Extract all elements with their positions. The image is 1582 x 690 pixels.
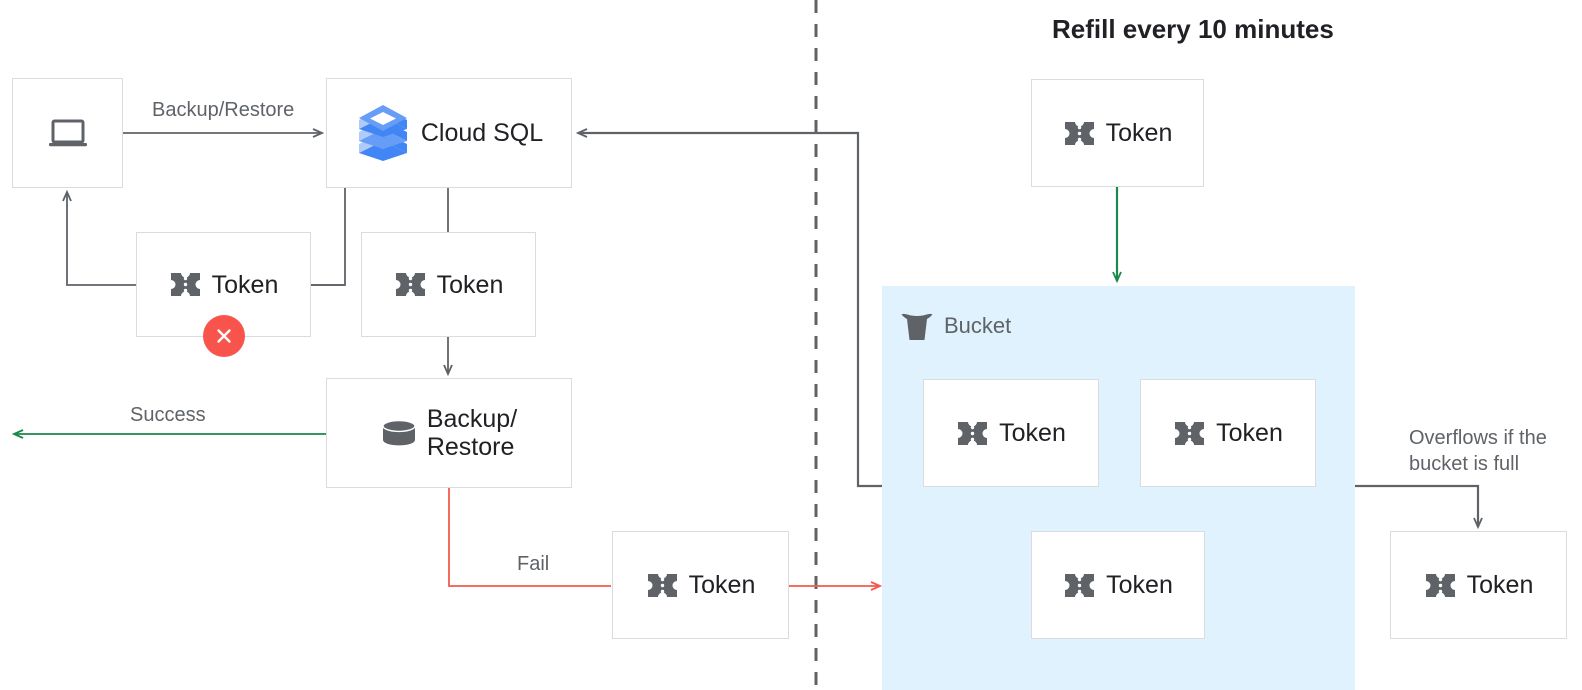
token-icon bbox=[1063, 120, 1096, 147]
node-token-overflow-label: Token bbox=[1466, 571, 1534, 599]
cloud-sql-icon bbox=[355, 103, 411, 163]
token-icon bbox=[1173, 420, 1206, 447]
node-token-fail-client-label: Token bbox=[211, 270, 279, 299]
node-client[interactable] bbox=[12, 78, 123, 188]
edge-label-success: Success bbox=[130, 404, 206, 426]
node-backup-restore[interactable]: Backup/ Restore bbox=[326, 378, 572, 488]
node-token-bucket-3-label: Token bbox=[1106, 571, 1173, 599]
node-token-bucket-1-label: Token bbox=[999, 419, 1066, 447]
token-icon bbox=[1424, 572, 1457, 599]
bucket-header: Bucket bbox=[900, 310, 1011, 342]
token-icon bbox=[1063, 572, 1096, 599]
error-x-badge bbox=[203, 315, 245, 357]
node-cloud-sql-label: Cloud SQL bbox=[420, 119, 544, 147]
node-token-fail-label: Token bbox=[688, 571, 756, 599]
token-icon bbox=[394, 271, 427, 298]
token-icon bbox=[956, 420, 989, 447]
page-title: Refill every 10 minutes bbox=[1052, 14, 1334, 44]
wire-bucket-to-cloudsql bbox=[578, 133, 882, 488]
node-token-fail[interactable]: Token bbox=[612, 531, 789, 639]
node-backup-restore-label: Backup/ Restore bbox=[426, 405, 518, 461]
node-token-refill[interactable]: Token bbox=[1031, 79, 1204, 187]
laptop-icon bbox=[48, 118, 87, 148]
node-token-bucket-1[interactable]: Token bbox=[923, 379, 1099, 487]
node-token-refill-label: Token bbox=[1105, 119, 1173, 147]
node-token-from-sql-label: Token bbox=[436, 270, 504, 299]
bucket-icon bbox=[900, 310, 934, 342]
edge-label-overflow: Overflows if the bucket is full bbox=[1409, 427, 1547, 475]
node-token-bucket-2-label: Token bbox=[1216, 419, 1283, 447]
edge-label-fail: Fail bbox=[517, 553, 550, 575]
node-token-overflow[interactable]: Token bbox=[1390, 531, 1567, 639]
bucket-label: Bucket bbox=[944, 313, 1012, 338]
node-token-bucket-3[interactable]: Token bbox=[1031, 531, 1205, 639]
token-icon bbox=[646, 572, 679, 599]
wire-bucket-overflow bbox=[1355, 484, 1478, 527]
token-icon bbox=[169, 271, 202, 298]
node-token-bucket-2[interactable]: Token bbox=[1140, 379, 1316, 487]
node-cloud-sql[interactable]: Cloud SQL bbox=[326, 78, 572, 188]
node-token-from-sql[interactable]: Token bbox=[361, 232, 536, 337]
edge-label-backup-restore: Backup/Restore bbox=[152, 99, 295, 121]
database-icon bbox=[381, 417, 417, 449]
